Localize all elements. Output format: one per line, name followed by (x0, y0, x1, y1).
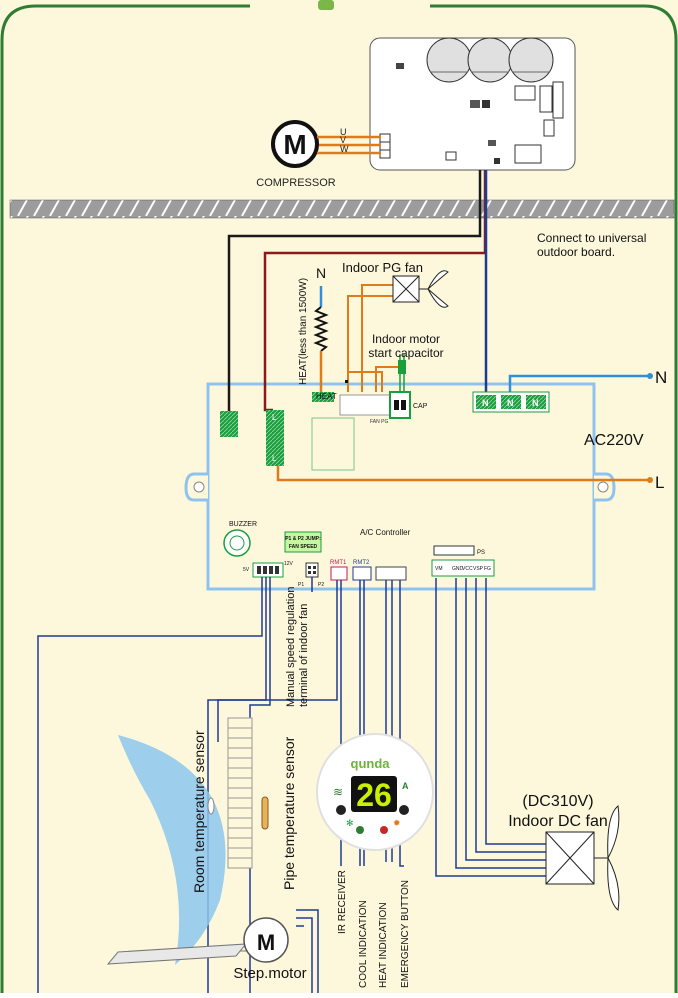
fan-pin-gnd: GND (452, 566, 464, 572)
sensor-pin-12v: 12V (284, 561, 294, 567)
pipe-sensor-label: Pipe temperature sensor (281, 736, 297, 890)
room-sensor-probe (207, 797, 215, 815)
phase-u-label: U (340, 127, 347, 137)
connect-note-line1: Connect to universal (537, 231, 646, 245)
compressor: M COMPRESSOR (256, 120, 336, 189)
frame-border (0, 4, 678, 993)
heater-neutral-label: N (316, 265, 326, 281)
power-n-label: N (655, 368, 667, 387)
indoor-pg-fan-label: Indoor PG fan (342, 260, 423, 275)
ac220v-label: AC220V (584, 432, 644, 449)
cap-terminal (389, 391, 411, 419)
fan-pin-fg: FG (484, 566, 491, 572)
connect-note-line2: outdoor board. (537, 245, 615, 259)
outdoor-board (369, 37, 576, 171)
fan-pg-label: FAN PG (370, 419, 388, 425)
heater-spec-label: HEAT(less than 1500W) (298, 278, 309, 385)
heat-dot-left (345, 380, 348, 383)
auto-indicator: A (402, 781, 409, 791)
fan-pin-vcc: VCC (462, 566, 473, 572)
sensor-pin-5v: 5V (243, 567, 250, 573)
compressor-wires: U V W (317, 127, 381, 155)
display-panel: qunda 26 A ≋ ✻ ✹ (316, 733, 434, 851)
ground-terminal (220, 411, 238, 437)
manual-speed-line2: terminal of indoor fan (298, 604, 310, 707)
capacitor-label-line2: start capacitor (368, 346, 443, 360)
dc-fan-connector: VM GND VCC VSP FG (431, 559, 495, 577)
ir-receiver-label: IR RECEIVER (337, 870, 348, 934)
cool-indicator-icon: ✻ (346, 818, 354, 828)
dc-fan-voltage: (DC310V) (522, 793, 593, 810)
power-n-dot (647, 373, 653, 379)
buzzer-label: BUZZER (229, 521, 257, 528)
heat-terminal-label: HEAT (316, 392, 337, 401)
manual-speed-line1: Manual speed regulation (285, 587, 297, 707)
l-terminal (266, 410, 284, 466)
heat-indication-label: HEAT INDICATION (378, 902, 389, 988)
sensor-connector: 5V 12V (243, 561, 294, 578)
evaporator-coil (227, 717, 253, 869)
emergency-button[interactable] (399, 805, 409, 815)
ps-label: PS (477, 550, 485, 556)
title-fragment (318, 0, 334, 10)
neutral-terminal-3: N (532, 398, 539, 408)
jump-note-line2: FAN SPEED (289, 544, 318, 550)
wall-separator (9, 199, 675, 219)
ps-connector: PS (433, 545, 485, 556)
display-connector (375, 566, 407, 581)
fan-pin-vm: VM (435, 566, 443, 572)
temperature-digits: 26 (356, 777, 392, 813)
wifi-icon: ≋ (333, 785, 343, 799)
rmt1-label: RMT1 (330, 560, 347, 566)
start-capacitor: Indoor motor start capacitor (368, 332, 444, 392)
step-motor-label: Step.motor (233, 965, 306, 982)
power-l-dot (647, 477, 653, 483)
cap-label: CAP (413, 403, 428, 410)
jump-note: P1 & P2 JUMP: FAN SPEED (284, 531, 322, 553)
display-labels: IR RECEIVER COOL INDICATION HEAT INDICAT… (337, 870, 411, 988)
heat-terminal (312, 392, 334, 402)
l-terminal-lower: L (272, 454, 277, 463)
neutral-terminal-1: N (482, 398, 489, 408)
jump-note-line1: P1 & P2 JUMP: (285, 536, 321, 542)
dc-fan-label: Indoor DC fan (508, 813, 608, 830)
compressor-label: COMPRESSOR (256, 177, 336, 189)
step-motor: M Step.motor (106, 917, 307, 982)
capacitor-label-line1: Indoor motor (372, 332, 440, 346)
neutral-terminal-2: N (507, 398, 514, 408)
jumper-pins: P1 P2 (298, 562, 324, 588)
cool-indication-label: COOL INDICATION (358, 900, 369, 988)
airflow-arrow (118, 735, 226, 965)
compressor-symbol: M (283, 129, 306, 160)
buzzer: BUZZER (223, 521, 257, 557)
indoor-dc-fan: (DC310V) Indoor DC fan (508, 793, 620, 911)
jump-pin-p1: P1 (298, 582, 304, 588)
fan-pin-vsp: VSP (473, 566, 484, 572)
power-l-label: L (655, 473, 664, 492)
room-sensor-label: Room temperature sensor (191, 730, 207, 893)
ir-receiver-dot (336, 805, 346, 815)
heat-indicator-icon: ✹ (393, 818, 401, 828)
emergency-button-label: EMERGENCY BUTTON (400, 880, 411, 988)
rmt2-connector: RMT2 (352, 560, 372, 581)
neutral-terminal-block: N N N (472, 391, 550, 413)
controller-label: A/C Controller (360, 528, 411, 537)
cool-led (356, 826, 364, 834)
step-motor-symbol: M (257, 930, 275, 955)
phase-v-label: V (340, 135, 346, 145)
temperature-display (351, 776, 397, 812)
heat-led (380, 826, 388, 834)
jump-pin-p2: P2 (318, 582, 324, 588)
phase-w-label: W (340, 144, 349, 154)
indoor-pg-fan: Indoor PG fan (342, 260, 449, 308)
rmt1-connector: RMT1 (330, 560, 348, 581)
rmt2-label: RMT2 (353, 560, 370, 566)
l-terminal-upper: L (272, 413, 277, 422)
pipe-sensor-probe (261, 796, 269, 830)
brand-logo: qunda (351, 756, 391, 771)
